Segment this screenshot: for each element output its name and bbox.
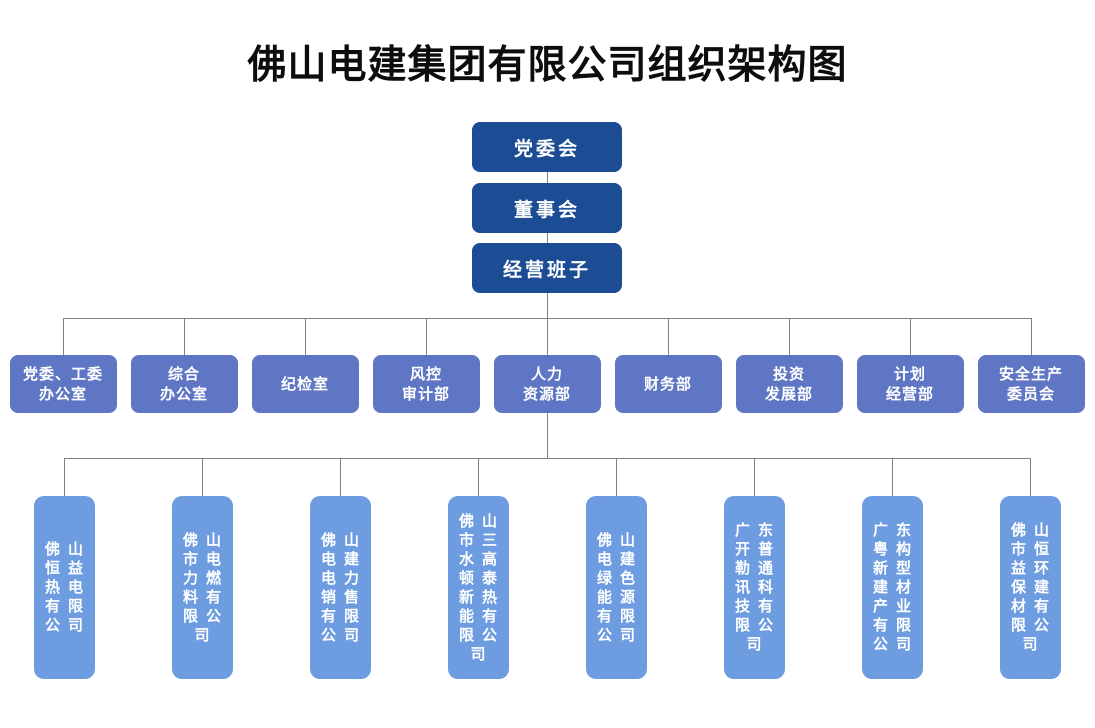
dept-party-work-committee-office: 党委、工委 办公室 xyxy=(9,355,117,413)
box-label: 安全生产 委员会 xyxy=(998,365,1063,403)
connector-drop-dept-2 xyxy=(183,318,185,355)
dept-discipline-inspection-office: 纪检室 xyxy=(251,355,359,413)
box-label: 综合 办公室 xyxy=(159,365,208,403)
box-label: 佛山 市电 力燃 料有 限公 司 xyxy=(182,530,229,644)
connector-drop-company-1 xyxy=(63,458,65,496)
box-label: 计划 经营部 xyxy=(885,365,934,403)
box-label: 纪检室 xyxy=(280,375,329,393)
box-label: 佛山 电建 绿色 能源 有限 公司 xyxy=(596,530,643,644)
company-hengyi-thermal-power: 佛山 恒益 热电 有限 公司 xyxy=(33,496,95,679)
connector-drop-company-5 xyxy=(615,458,617,496)
box-label: 党委、工委 办公室 xyxy=(22,365,103,403)
connector-drop-dept-8 xyxy=(909,318,911,355)
dept-finance: 财务部 xyxy=(614,355,722,413)
dept-planning-operation: 计划 经营部 xyxy=(856,355,964,413)
connector-drop-dept-4 xyxy=(425,318,427,355)
company-yuegou-building-materials: 广东 粤构 新型 建材 产业 有限 公司 xyxy=(861,496,923,679)
box-label: 广东 开普 勒通 讯科 技有 限公 司 xyxy=(734,521,781,653)
connector-board-management xyxy=(546,232,548,243)
connector-drop-dept-1 xyxy=(62,318,64,355)
box-label: 佛山 电建 电力 销售 有限 公司 xyxy=(320,530,367,644)
box-label: 佛山 市三 水高 顿泰 新热 能有 限公 司 xyxy=(458,511,505,663)
connector-drop-company-7 xyxy=(891,458,893,496)
company-electric-power-sales: 佛山 电建 电力 销售 有限 公司 xyxy=(309,496,371,679)
connector-management-down xyxy=(546,292,548,318)
box-label: 风控 审计部 xyxy=(401,365,450,403)
connector-drop-company-8 xyxy=(1029,458,1031,496)
connector-drop-company-2 xyxy=(201,458,203,496)
box-party-committee: 党委会 xyxy=(472,122,622,172)
connector-drop-company-6 xyxy=(753,458,755,496)
box-label: 董事会 xyxy=(513,198,580,221)
connector-drop-dept-3 xyxy=(304,318,306,355)
dept-safety-production-committee: 安全生产 委员会 xyxy=(977,355,1085,413)
box-label: 财务部 xyxy=(643,375,692,393)
company-electric-power-fuel: 佛山 市电 力燃 料有 限公 司 xyxy=(171,496,233,679)
box-label: 佛山 恒益 热电 有限 公司 xyxy=(44,540,91,634)
company-green-energy: 佛山 电建 绿色 能源 有限 公司 xyxy=(585,496,647,679)
connector-drop-dept-9 xyxy=(1030,318,1032,355)
connector-drop-company-4 xyxy=(477,458,479,496)
box-label: 经营班子 xyxy=(502,258,591,281)
box-board-of-directors: 董事会 xyxy=(472,183,622,233)
connector-drop-company-3 xyxy=(339,458,341,496)
connector-drop-dept-5 xyxy=(546,318,548,355)
box-label: 广东 粤构 新型 建材 产业 有限 公司 xyxy=(872,521,919,653)
company-kaipule-communication-tech: 广东 开普 勒通 讯科 技有 限公 司 xyxy=(723,496,785,679)
box-label: 人力 资源部 xyxy=(522,365,571,403)
connector-party-board xyxy=(546,172,548,183)
company-sanshui-gaoduntai-new-energy: 佛山 市三 水高 顿泰 新热 能有 限公 司 xyxy=(447,496,509,679)
company-hengyi-eco-building-materials: 佛山 市恒 益环 保建 材有 限公 司 xyxy=(999,496,1061,679)
chart-title: 佛山电建集团有限公司组织架构图 xyxy=(247,43,848,88)
connector-drop-dept-7 xyxy=(788,318,790,355)
dept-general-office: 综合 办公室 xyxy=(130,355,238,413)
dept-human-resources: 人力 资源部 xyxy=(493,355,601,413)
connector-drop-dept-6 xyxy=(667,318,669,355)
dept-investment-development: 投资 发展部 xyxy=(735,355,843,413)
box-label: 党委会 xyxy=(513,137,580,160)
dept-risk-control-audit: 风控 审计部 xyxy=(372,355,480,413)
box-management-team: 经营班子 xyxy=(472,243,622,293)
box-label: 佛山 市恒 益环 保建 材有 限公 司 xyxy=(1010,521,1057,653)
box-label: 投资 发展部 xyxy=(764,365,813,403)
connector-hr-down xyxy=(546,413,548,458)
connector-companies-rail xyxy=(64,458,1030,459)
